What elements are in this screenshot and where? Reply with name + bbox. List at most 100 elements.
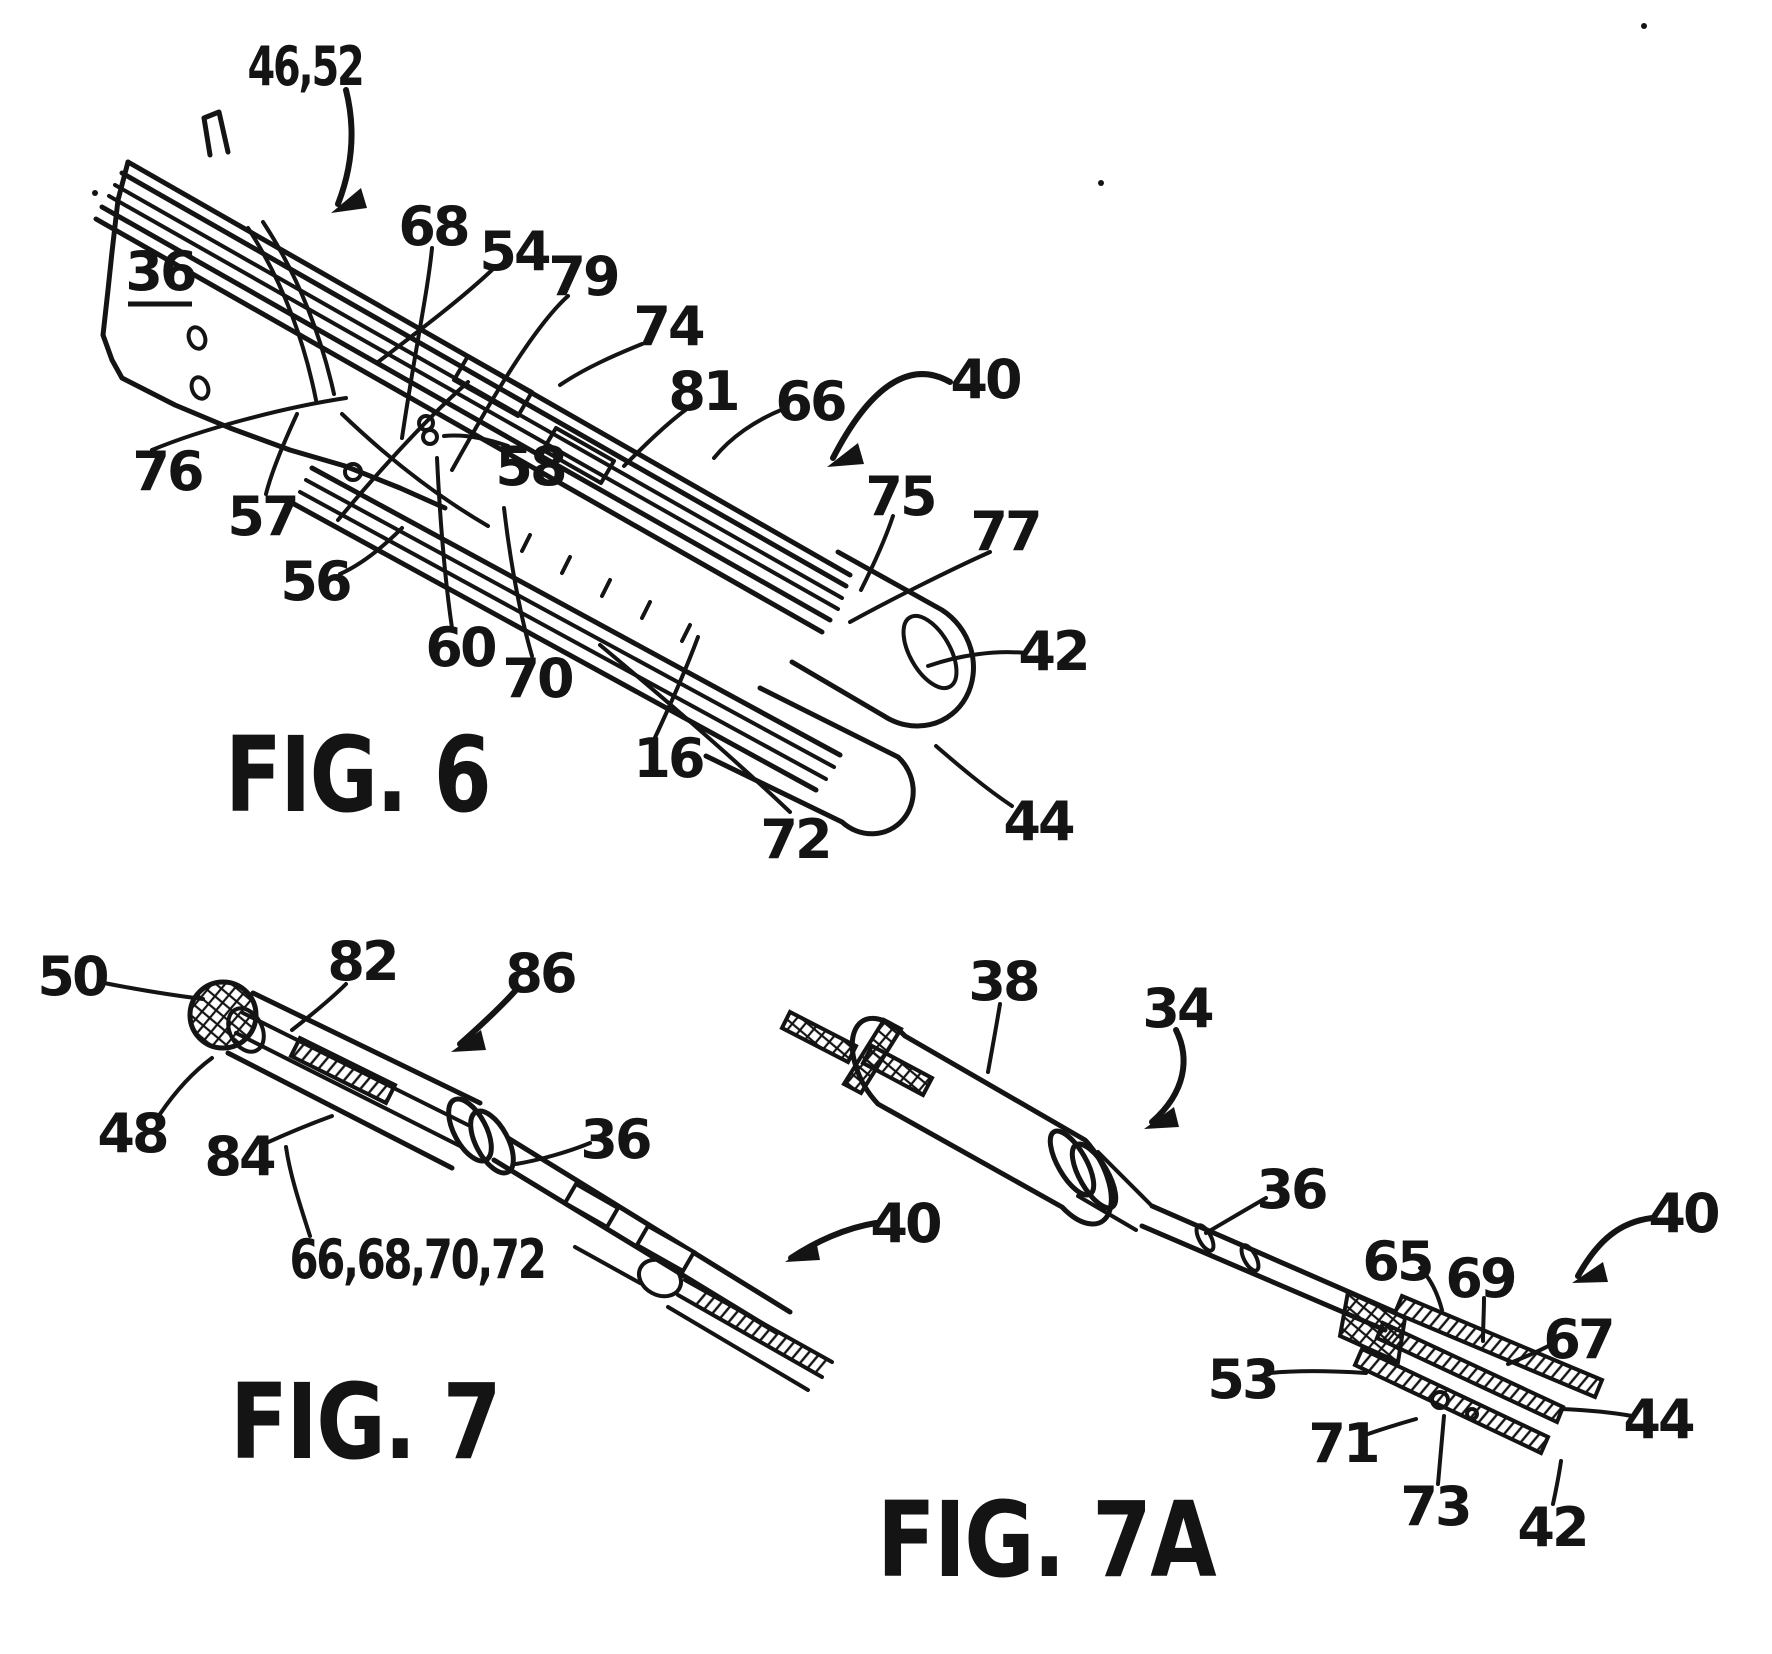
ref-label-40: 40 xyxy=(870,1192,940,1255)
fig6-cam-roller xyxy=(343,462,363,482)
fig6-channel-rail xyxy=(291,501,819,793)
arrow-46-52-tail xyxy=(335,87,355,207)
ref-label-42: 42 xyxy=(1517,1496,1586,1559)
fig7a-shaft-collar xyxy=(1239,1243,1261,1273)
leader-42 xyxy=(1551,1459,1563,1506)
leader-16 xyxy=(650,635,700,746)
leader-67 xyxy=(1506,1342,1554,1366)
fig7a-jaw-pivot xyxy=(1430,1390,1450,1410)
leader-72 xyxy=(598,643,792,814)
leader-42 xyxy=(926,650,1028,668)
ref-label-50: 50 xyxy=(37,945,107,1008)
arrow-40-head xyxy=(827,443,864,467)
ref-label-53: 53 xyxy=(1207,1348,1276,1411)
leader-70 xyxy=(502,506,534,658)
arrow-34-head xyxy=(1144,1107,1179,1129)
fig6-cartridge-channel-rails xyxy=(291,465,843,793)
fig6-wedge-2 xyxy=(541,426,616,485)
fig7-tine-hatch xyxy=(692,1288,828,1374)
fig6-leader-lines xyxy=(150,246,1028,814)
ref-label-38: 38 xyxy=(968,950,1038,1013)
ref-label-60: 60 xyxy=(425,616,495,679)
ref-label-57: 57 xyxy=(227,485,296,548)
fig6-pivot-pin xyxy=(421,428,439,446)
fig7-barrel-line xyxy=(250,990,483,1106)
fig7-fork-neck xyxy=(573,1245,642,1285)
fig7a-flange-hub xyxy=(860,1043,935,1098)
ref-label-58: 58 xyxy=(495,435,565,498)
fig7a-taper-line xyxy=(1096,1150,1154,1208)
fig7a-arrows xyxy=(1144,1027,1655,1283)
fig6-anvil-tip-face xyxy=(901,613,959,691)
fig6-plate-tab xyxy=(201,109,231,158)
ref-label-81: 81 xyxy=(668,360,737,423)
leader-68 xyxy=(400,246,434,440)
arrow-46-52-head xyxy=(331,188,367,213)
leader-77 xyxy=(848,550,992,624)
leader-76 xyxy=(150,396,348,452)
leader-69 xyxy=(1481,1296,1486,1343)
leader-48 xyxy=(158,1056,214,1116)
fig7-shaft xyxy=(491,1135,793,1335)
fig6-link-curve-2 xyxy=(340,412,490,528)
fig6-link-curve-1 xyxy=(336,380,470,522)
leader-81 xyxy=(622,406,690,468)
fig7a-jaw-pin xyxy=(1465,1407,1479,1421)
leader-79 xyxy=(450,294,570,472)
ref-label-68: 68 xyxy=(398,195,468,258)
leader-84 xyxy=(262,1114,334,1146)
fig6-beam-rail xyxy=(93,216,825,635)
fig7-barrel xyxy=(225,990,483,1171)
fig7-arrows xyxy=(451,987,879,1262)
ref-label-75: 75 xyxy=(865,465,934,528)
fig7-tine xyxy=(666,1305,810,1392)
fig7-tine xyxy=(676,1293,824,1379)
fig6-beam-rail xyxy=(119,170,849,589)
fig6-plate-hole-lower xyxy=(189,375,211,401)
leader-54 xyxy=(376,268,494,364)
arrow-40-head xyxy=(1572,1262,1608,1283)
leader-38 xyxy=(986,1002,1002,1074)
arrow-40-head xyxy=(785,1240,820,1262)
fig6-drawing xyxy=(93,87,1028,837)
ref-label-71: 71 xyxy=(1308,1412,1377,1475)
ref-label-73: 73 xyxy=(1400,1475,1469,1538)
leader-71 xyxy=(1366,1417,1418,1436)
ref-label-67: 67 xyxy=(1543,1308,1612,1371)
ref-label-77: 77 xyxy=(970,500,1039,563)
ref-label-56: 56 xyxy=(280,550,350,613)
ref-label-46-52: 46,52 xyxy=(248,35,363,98)
leader-65 xyxy=(1418,1266,1444,1312)
fig6-anvil-tip-42 xyxy=(789,549,976,729)
arrow-86-head xyxy=(451,1030,486,1052)
fig7a-lower-jaw-44 xyxy=(1352,1346,1551,1456)
figure-caption-fig7a: FIG. 7A xyxy=(877,1479,1216,1601)
leader-57 xyxy=(264,412,299,496)
fig7-shaft-slot xyxy=(634,1223,697,1274)
ref-label-16: 16 xyxy=(633,727,703,790)
leader-44 xyxy=(1560,1407,1634,1418)
leader-75 xyxy=(859,514,895,592)
ref-label-76: 76 xyxy=(132,440,202,503)
leader-44 xyxy=(934,744,1014,808)
ref-label-36: 36 xyxy=(125,240,195,303)
fig7a-cylinder-38 xyxy=(849,1015,1114,1227)
arrow-40-tail xyxy=(830,371,953,461)
ref-label-36: 36 xyxy=(1256,1158,1326,1221)
ref-label-79: 79 xyxy=(548,245,618,308)
ref-label-40: 40 xyxy=(950,348,1020,411)
arrow-34-tail xyxy=(1149,1027,1187,1125)
ref-label-34: 34 xyxy=(1142,977,1213,1040)
fig6-arrows xyxy=(331,87,953,467)
fig7-leader-lines xyxy=(102,981,592,1238)
arrow-86-tail xyxy=(457,987,519,1047)
ref-label-54: 54 xyxy=(479,220,550,283)
ref-label-42: 42 xyxy=(1018,620,1087,683)
fig6-staple-ticks xyxy=(520,533,692,643)
ref-label-84: 84 xyxy=(204,1125,275,1188)
fig7-fork-eye xyxy=(636,1257,684,1299)
